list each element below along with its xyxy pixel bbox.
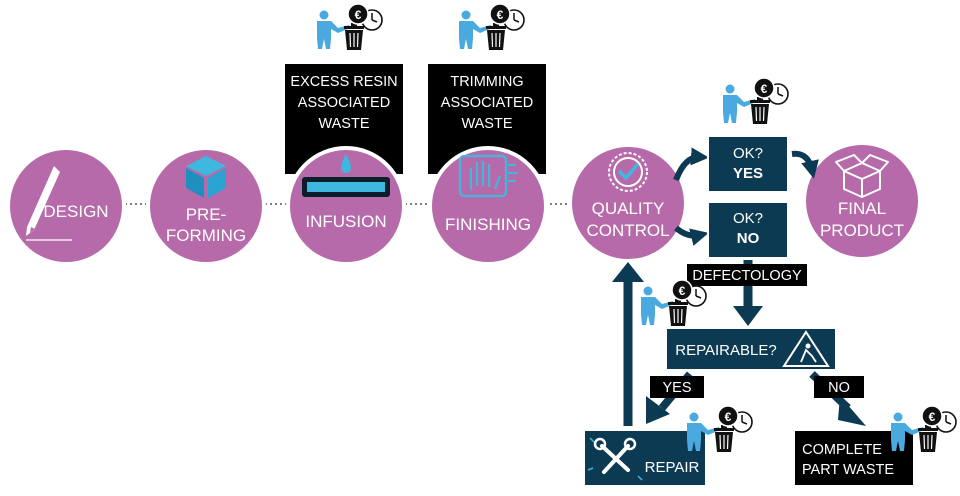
waste-indicator-finishing: € [458,3,525,51]
trim-waste-label-1: TRIMMING [450,74,523,90]
arrow-qc-to-ok-no [674,225,709,246]
stage-finishing-label: FINISHING [445,215,531,234]
resin-waste-label-3: WASTE [318,116,369,132]
yes-branch-label: YES [662,380,691,396]
stage-preforming: PRE- FORMING [146,146,266,266]
stage-final-product: FINAL PRODUCT [802,141,922,261]
arrow-defectology-head [733,306,763,326]
arrow-repair-return-head [612,262,644,282]
stage-quality-control: QUALITY CONTROL [568,143,688,263]
arrow-qc-to-ok-yes [673,147,709,182]
repair-label: REPAIR [645,459,700,476]
check-badge-icon [608,152,648,192]
part-waste-label-1: COMPLETE [802,442,882,458]
euro-icon: € [679,284,686,298]
arrow-no-branch-head [838,396,866,426]
part-waste-label-2: PART WASTE [802,462,894,478]
waste-indicator-infusion: € [316,3,383,51]
wrench-icon [593,437,637,474]
euro-icon: € [761,82,768,96]
waste-indicator-part-waste: € [890,405,957,453]
stage-preforming-label-2: FORMING [166,226,246,245]
defectology-label-box [687,264,807,286]
waste-indicator-defectology: € [640,279,707,327]
stage-quality-label-1: QUALITY [592,199,665,218]
trimming-waste-box: TRIMMING ASSOCIATED WASTE [428,64,546,174]
stage-final-label-1: FINAL [838,199,886,218]
repairable-box: REPAIRABLE? [665,327,837,371]
stage-infusion-label: INFUSION [305,212,386,231]
euro-icon: € [725,410,732,424]
stage-final-label-2: PRODUCT [820,221,904,240]
repairable-label: REPAIRABLE? [675,342,776,359]
stage-design: DESIGN [6,146,126,266]
waste-indicator-quality: € [722,77,789,125]
euro-icon: € [497,8,504,22]
pencil-icon [26,166,72,241]
open-box-icon [835,154,889,198]
ok-no-box: OK? NO [707,201,789,259]
spark-lines [587,437,643,481]
euro-icon: € [355,8,362,22]
ok-yes-box: OK? YES [707,135,789,193]
cube-icon [186,156,226,198]
ok-no-question: OK? [733,210,763,227]
resin-drop-icon [302,154,390,197]
stage-infusion: INFUSION [286,146,406,266]
stage-quality-label-2: CONTROL [586,221,669,240]
ok-no-answer: NO [737,230,760,247]
no-branch-label-box [814,376,864,398]
stage-finishing: FINISHING [428,146,548,266]
hand-sanding-icon [458,154,518,198]
worker-warning-icon [782,330,830,367]
defectology-label: DEFECTOLOGY [692,268,802,284]
stage-design-label: DESIGN [43,202,108,221]
resin-waste-label-1: EXCESS RESIN [290,74,397,90]
yes-branch-label-box [650,376,704,398]
ok-yes-answer: YES [733,165,763,182]
waste-indicator-repair: € [686,405,753,453]
ok-yes-question: OK? [733,145,763,162]
euro-icon: € [929,410,936,424]
stage-preforming-label-1: PRE- [186,205,227,224]
arrow-yes-branch-head [646,396,670,424]
trim-waste-label-2: ASSOCIATED [441,95,533,111]
arrow-ok-to-final [791,150,819,179]
trim-waste-label-3: WASTE [461,116,512,132]
repair-box: REPAIR [583,429,707,487]
no-branch-label: NO [828,380,850,396]
resin-waste-label-2: ASSOCIATED [298,95,390,111]
